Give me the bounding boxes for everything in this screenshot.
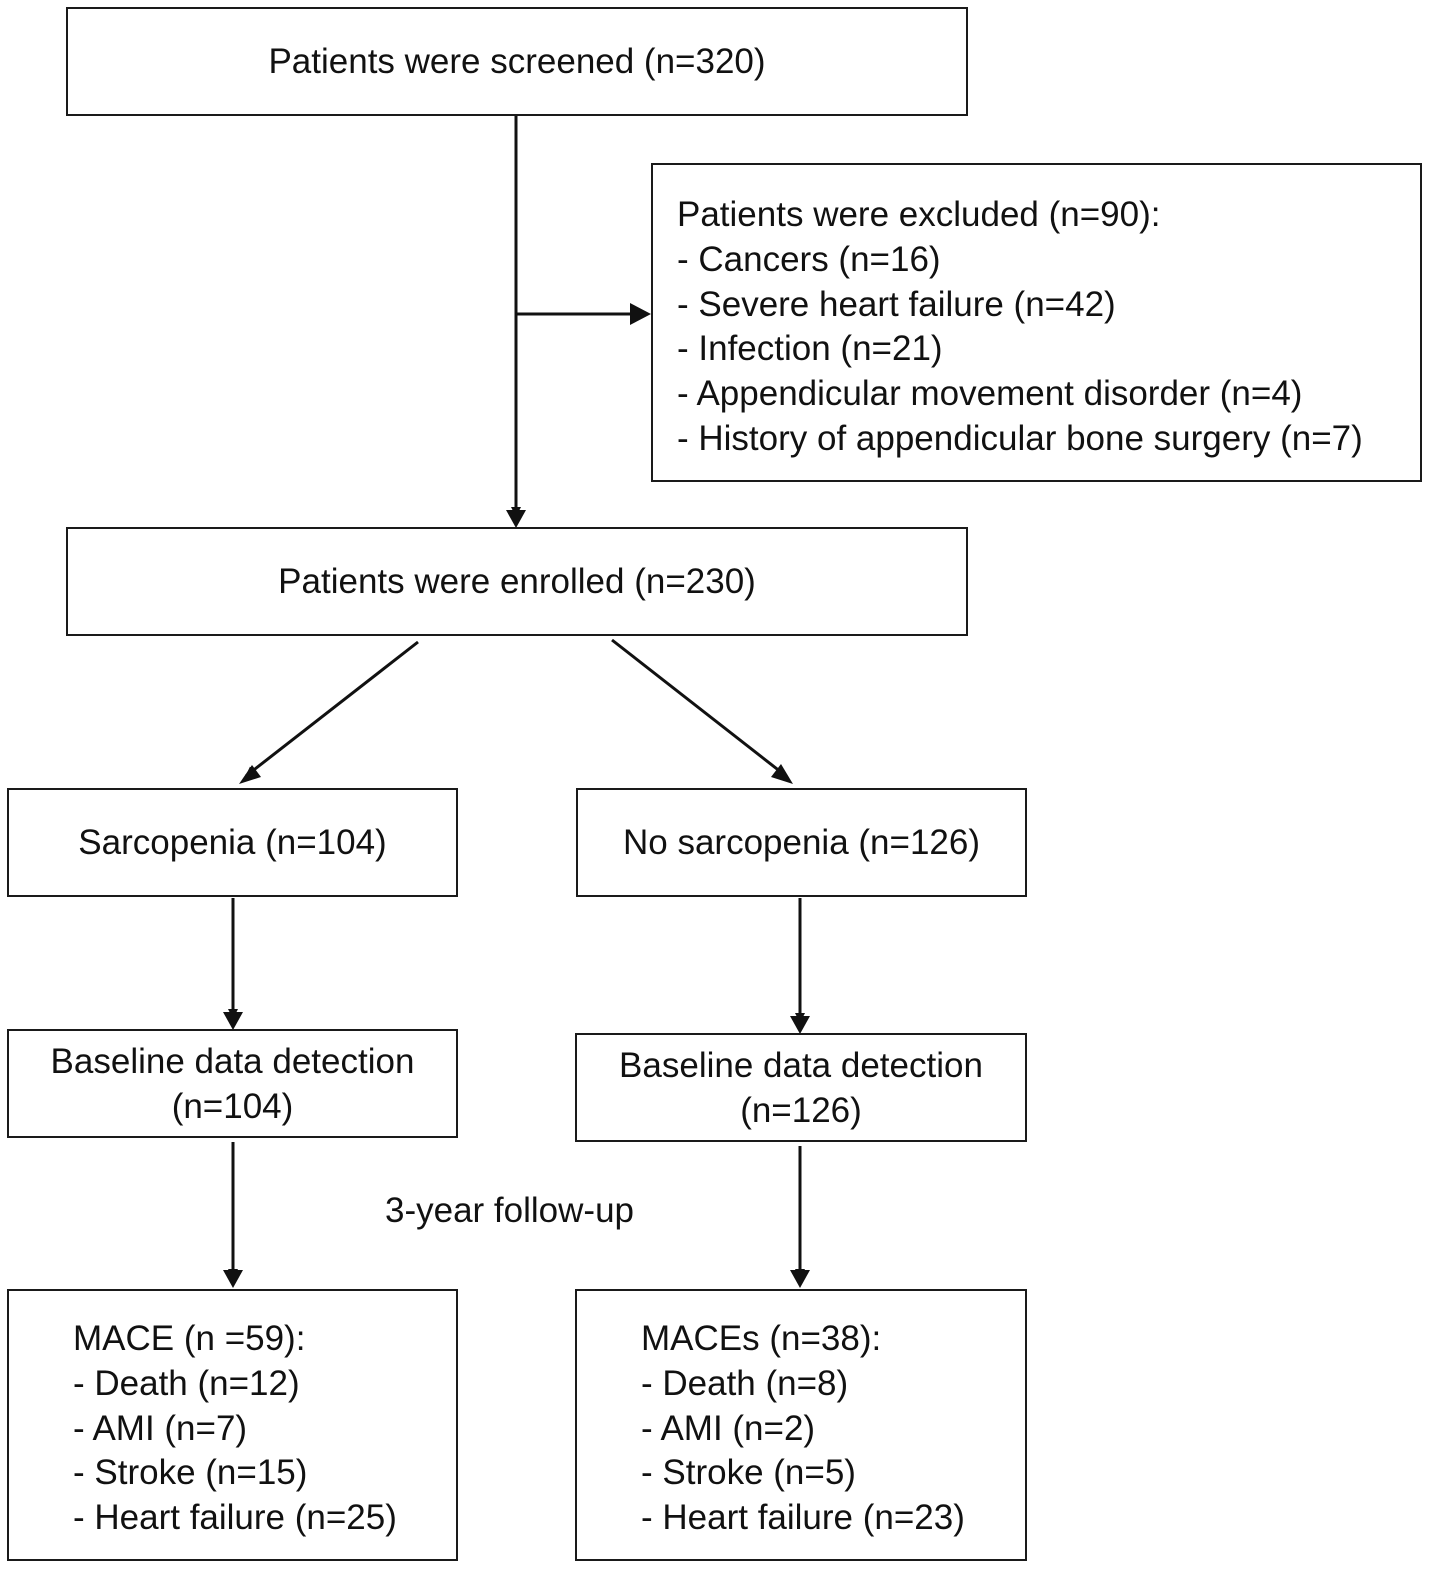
arrowhead-mace-right <box>790 1270 810 1288</box>
mace-left-item: - Death (n=12) <box>73 1363 300 1403</box>
arrowhead-mace-left <box>223 1270 243 1288</box>
arrowhead-baseline-right <box>790 1016 810 1034</box>
no-sarcopenia-label: No sarcopenia (n=126) <box>622 823 981 862</box>
arrow-enrolled-to-sarcopenia <box>245 640 419 778</box>
excluded-item: - Infection (n=21) <box>677 329 943 369</box>
excluded-item: - Appendicular movement disorder (n=4) <box>677 374 1303 414</box>
excluded-item: - Cancers (n=16) <box>677 239 941 279</box>
mace-left-item: - Heart failure (n=25) <box>73 1498 397 1538</box>
arrowhead-baseline-left <box>223 1012 243 1030</box>
screened-box: Patients were screened (n=320) <box>66 7 968 116</box>
baseline-right-box: Baseline data detection (n=126) <box>575 1033 1027 1142</box>
baseline-left-line2: (n=104) <box>171 1086 294 1126</box>
baseline-left-line1: Baseline data detection <box>50 1041 415 1081</box>
mace-right-box: MACEs (n=38): - Death (n=8) - AMI (n=2) … <box>575 1289 1027 1561</box>
excluded-title: Patients were excluded (n=90): <box>677 195 1161 234</box>
mace-left-box: MACE (n =59): - Death (n=12) - AMI (n=7)… <box>7 1289 458 1561</box>
sarcopenia-label: Sarcopenia (n=104) <box>78 823 387 862</box>
mace-right-title: MACEs (n=38): <box>641 1319 882 1358</box>
mace-right-item: - Stroke (n=5) <box>641 1453 856 1493</box>
excluded-item: - Severe heart failure (n=42) <box>677 284 1116 324</box>
arrowhead-no-sarcopenia <box>771 764 793 784</box>
mace-left-item: - AMI (n=7) <box>73 1408 248 1448</box>
excluded-item: - History of appendicular bone surgery (… <box>677 418 1363 458</box>
mace-left-title: MACE (n =59): <box>73 1319 306 1358</box>
follow-up-label: 3-year follow-up <box>385 1191 634 1230</box>
mace-right-item: - Heart failure (n=23) <box>641 1498 965 1538</box>
baseline-right-line1: Baseline data detection <box>619 1045 983 1085</box>
enrolled-label: Patients were enrolled (n=230) <box>278 562 756 601</box>
excluded-box: Patients were excluded (n=90): - Cancers… <box>651 163 1422 482</box>
baseline-right-line2: (n=126) <box>740 1090 862 1130</box>
arrow-enrolled-to-no-sarcopenia <box>611 638 787 778</box>
mace-right-item: - AMI (n=2) <box>641 1408 816 1448</box>
mace-left-item: - Stroke (n=15) <box>73 1453 308 1493</box>
arrowhead-sarcopenia <box>239 765 261 784</box>
enrolled-box: Patients were enrolled (n=230) <box>66 527 968 636</box>
arrowhead-excluded <box>630 303 651 325</box>
screened-label: Patients were screened (n=320) <box>268 42 766 81</box>
sarcopenia-box: Sarcopenia (n=104) <box>7 788 458 897</box>
baseline-left-box: Baseline data detection (n=104) <box>7 1029 458 1138</box>
arrowhead-enrolled <box>506 510 526 528</box>
no-sarcopenia-box: No sarcopenia (n=126) <box>576 788 1027 897</box>
mace-right-item: - Death (n=8) <box>641 1363 849 1403</box>
